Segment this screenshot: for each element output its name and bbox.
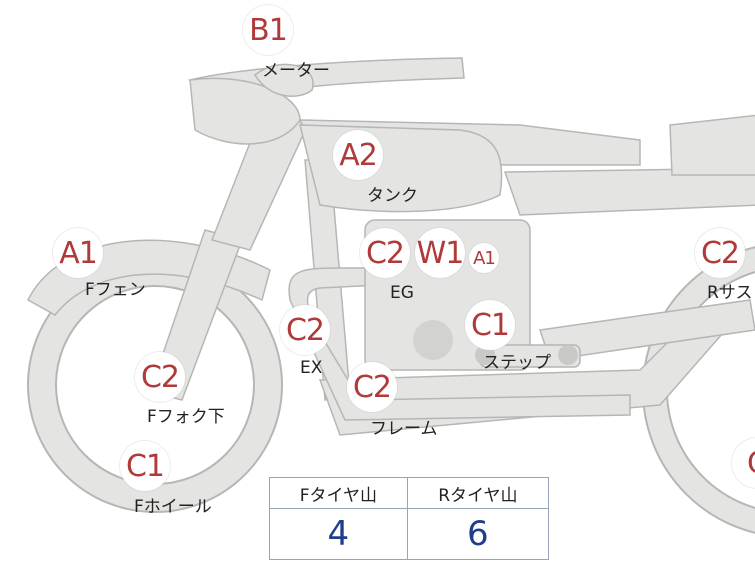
rear-tire-value: 6 [406,508,550,560]
front-tire-value: 4 [269,508,408,560]
grade-badge-frame: C2 [347,362,397,412]
grade-badge-meter: B1 [243,5,293,55]
step-peg-right [558,345,578,365]
tail-shape [669,114,755,176]
part-label-meter: メーター [262,61,330,81]
rear-tire-header: Rタイヤ山 [406,477,550,509]
part-label-front-fender: Fフェン [85,280,146,300]
grade-badge-small-a1: A1 [469,243,499,273]
meter-shape [254,63,314,97]
step-peg-left [475,345,495,365]
grade-badge-front-fork: C2 [135,352,185,402]
part-label-front-fork: Fフォク下 [147,407,225,427]
part-label-front-wheel: Fホイール [134,497,212,517]
headlight-shape [189,77,301,145]
part-label-exhaust: EX [300,358,323,378]
front-tire-header: Fタイヤ山 [269,477,408,509]
grade-badge-front-wheel: C1 [120,441,170,491]
grade-badge-front-fender: A1 [53,228,103,278]
part-label-engine: EG [390,283,414,303]
grade-badge-w1: W1 [415,228,465,278]
grade-badge-engine: C2 [360,228,410,278]
grade-badge-tank: A2 [333,130,383,180]
part-label-step: ステップ [483,353,551,373]
part-label-frame: フレーム [370,419,438,439]
grade-badge-step: C1 [465,300,515,350]
engine-cover [413,320,453,360]
grade-badge-rear-suspension: C2 [695,228,745,278]
tire-tread-table: Fタイヤ山 Rタイヤ山 4 6 [269,477,550,560]
grade-badge-exhaust: C2 [280,305,330,355]
grade-badge-rear-wheel-partial: C [732,438,755,488]
part-label-tank: タンク [367,186,418,206]
part-label-rear-suspension: Rサス [707,283,753,303]
